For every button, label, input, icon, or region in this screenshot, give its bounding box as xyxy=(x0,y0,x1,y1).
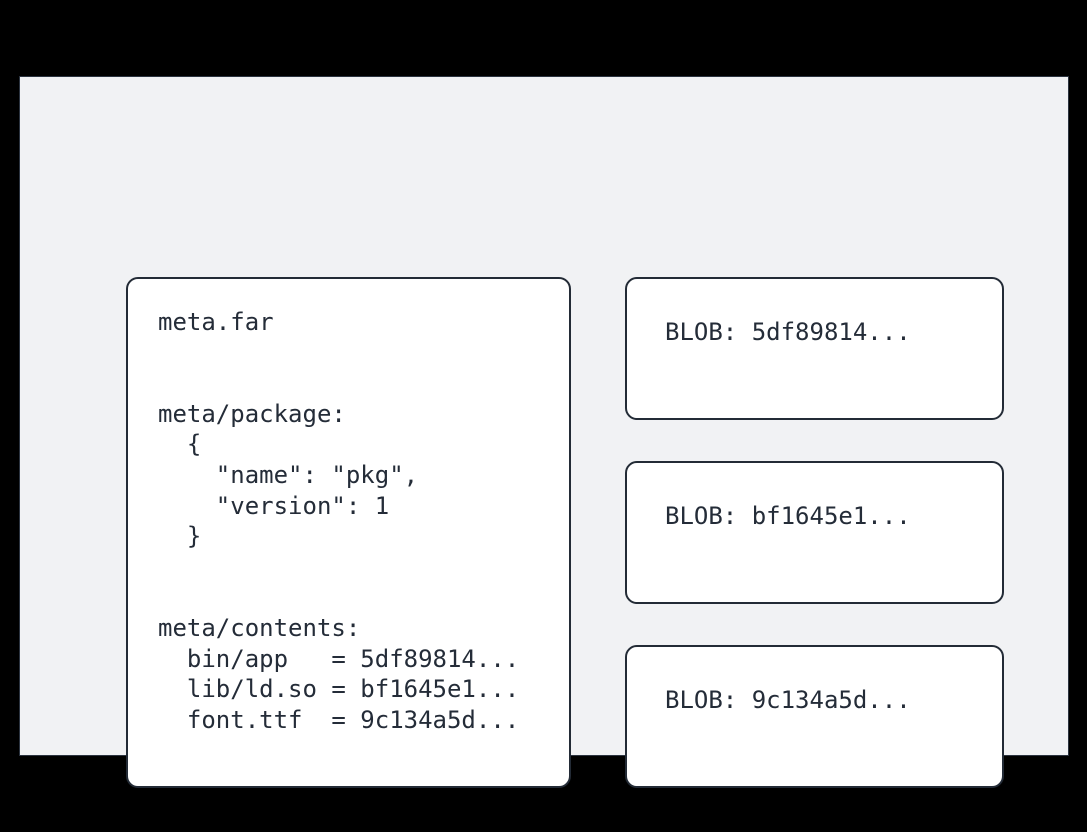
blob-card: BLOB: 9c134a5d... xyxy=(625,645,1004,788)
blob-card-label: BLOB: 9c134a5d... xyxy=(665,686,911,714)
meta-far-card-text: meta.far meta/package: { "name": "pkg", … xyxy=(158,308,520,734)
blob-card-label: BLOB: 5df89814... xyxy=(665,318,911,346)
blob-card: BLOB: bf1645e1... xyxy=(625,461,1004,604)
blob-column: BLOB: 5df89814... BLOB: bf1645e1... BLOB… xyxy=(625,277,1004,788)
meta-far-card: meta.far meta/package: { "name": "pkg", … xyxy=(126,277,571,788)
blob-card-label: BLOB: bf1645e1... xyxy=(665,502,911,530)
diagram-canvas: meta.far meta/package: { "name": "pkg", … xyxy=(19,76,1069,788)
blob-card: BLOB: 5df89814... xyxy=(625,277,1004,420)
